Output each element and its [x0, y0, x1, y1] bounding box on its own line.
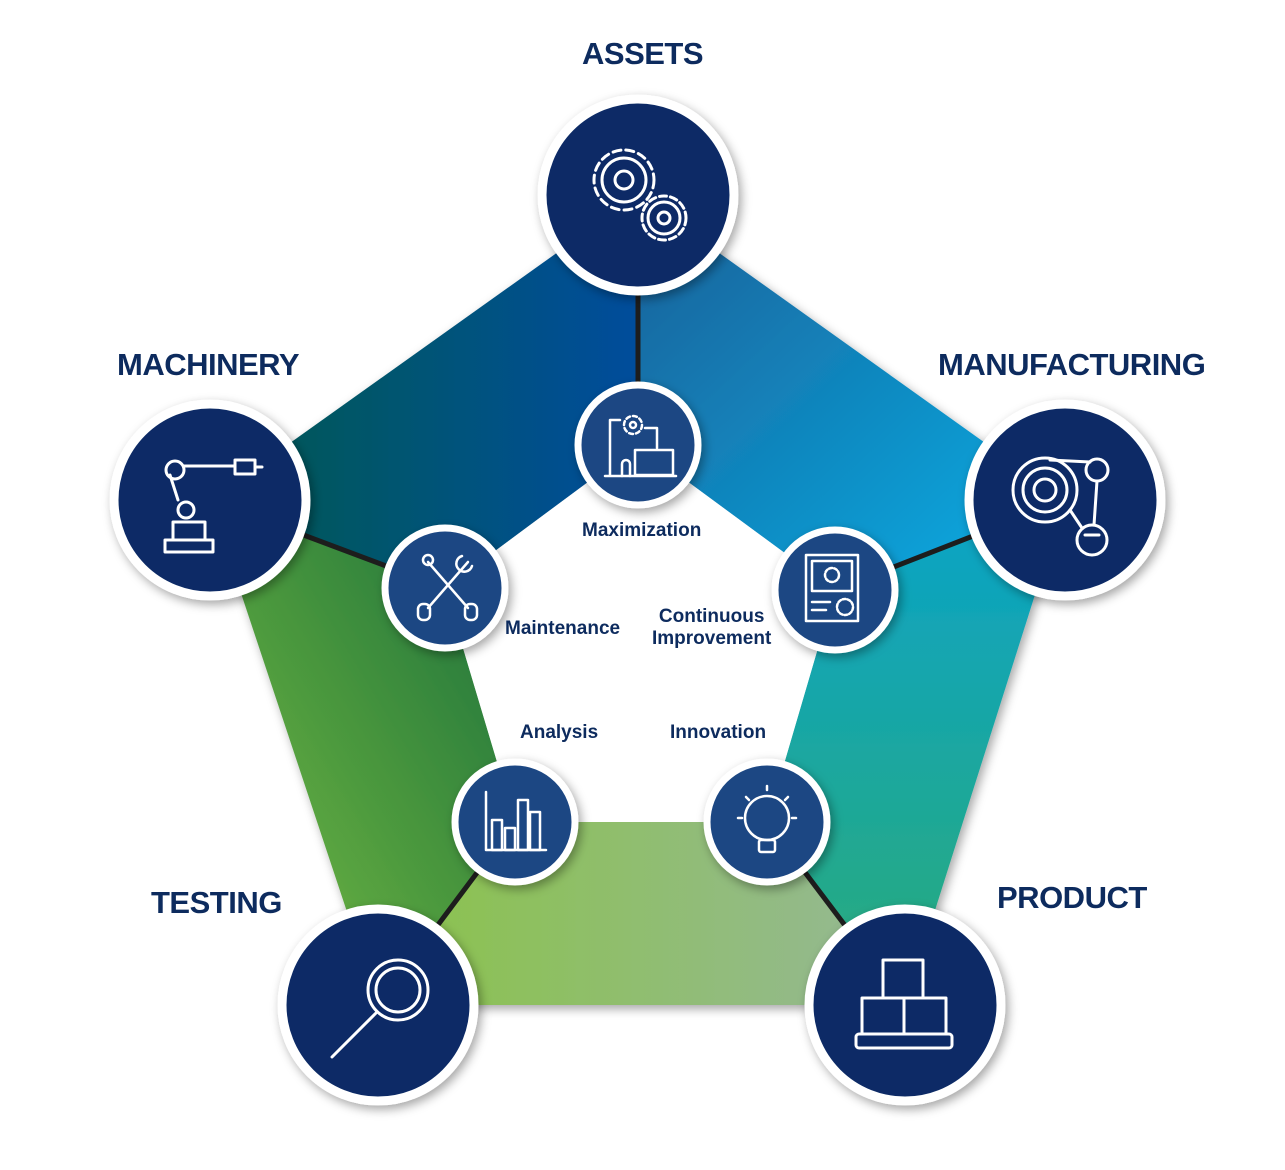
label-machinery: MACHINERY	[117, 347, 300, 382]
machinery-circle	[109, 399, 311, 601]
segment-assets-manufacturing	[638, 195, 1065, 590]
label-continuous: Continuous	[658, 606, 765, 627]
boxes-icon	[854, 958, 954, 1050]
label-product: PRODUCT	[997, 880, 1147, 915]
tools-icon	[416, 553, 479, 622]
label-improvement: Improvement	[652, 628, 772, 649]
label-analysis: Analysis	[520, 722, 599, 743]
label-maintenance: Maintenance	[505, 618, 621, 639]
label-maximization: Maximization	[582, 520, 702, 541]
factory-icon	[603, 414, 678, 478]
conveyor-icon	[1011, 456, 1110, 557]
segment-assets-machinery	[210, 195, 638, 588]
innovation-circle	[703, 758, 831, 886]
analysis-circle	[451, 758, 579, 886]
gears-icon	[592, 148, 688, 242]
magnifier-icon	[330, 958, 430, 1059]
testing-circle	[277, 904, 479, 1106]
document-gear-icon	[804, 553, 860, 623]
label-testing: TESTING	[151, 885, 282, 920]
lightbulb-icon	[736, 784, 798, 854]
label-continuous-improvement: Continuous Improvement	[652, 606, 771, 650]
label-manufacturing: MANUFACTURING	[938, 347, 1206, 382]
center-pentagon	[445, 445, 835, 822]
label-assets: ASSETS	[582, 36, 704, 71]
label-innovation: Innovation	[670, 722, 767, 743]
bar-chart-icon	[484, 790, 548, 852]
maximization-circle	[574, 381, 702, 509]
robot-arm-icon	[163, 458, 264, 554]
